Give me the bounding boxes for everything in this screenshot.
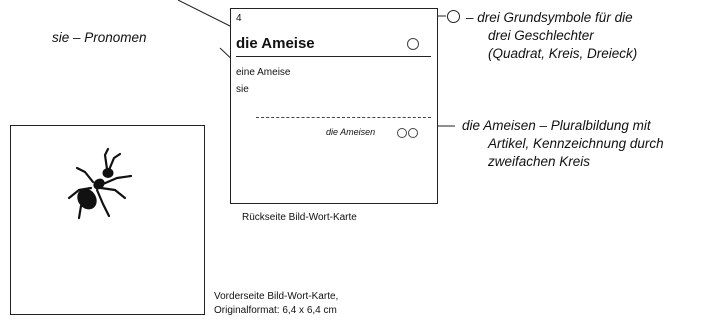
card-divider: [236, 56, 431, 57]
symbols-annotation-line1: – drei Grundsymbole für die: [466, 10, 633, 25]
back-card: 4 die Ameise eine Ameise sie die Ameisen: [230, 8, 438, 204]
plural-annotation-line3: zweifachen Kreis: [488, 154, 591, 169]
plural-annotation-line2: Artikel, Kennzeichnung durch: [488, 136, 664, 151]
ant-icon: [67, 147, 133, 220]
back-card-caption: Rückseite Bild-Wort-Karte: [242, 212, 357, 223]
card-pronoun: sie: [236, 84, 249, 95]
card-plural: die Ameisen: [326, 127, 376, 137]
card-article-form: eine Ameise: [236, 67, 291, 78]
circle-icon: [397, 128, 407, 138]
pronoun-annotation: sie – Pronomen: [52, 30, 147, 45]
symbols-annotation-line3: (Quadrat, Kreis, Dreieck): [488, 46, 638, 61]
circle-icon: [408, 128, 418, 138]
front-card-caption-line1: Vorderseite Bild-Wort-Karte,: [214, 291, 339, 302]
plural-annotation-line1: die Ameisen – Pluralbildung mit: [462, 118, 651, 133]
front-card: [10, 125, 205, 315]
card-dashed-divider: [256, 117, 431, 118]
front-card-caption-line2: Originalformat: 6,4 x 6,4 cm: [214, 305, 337, 316]
circle-icon: [407, 38, 419, 50]
symbols-annotation-line2: drei Geschlechter: [488, 28, 594, 43]
card-number: 4: [236, 13, 242, 24]
circle-icon: [447, 10, 460, 23]
card-word: die Ameise: [236, 35, 315, 52]
